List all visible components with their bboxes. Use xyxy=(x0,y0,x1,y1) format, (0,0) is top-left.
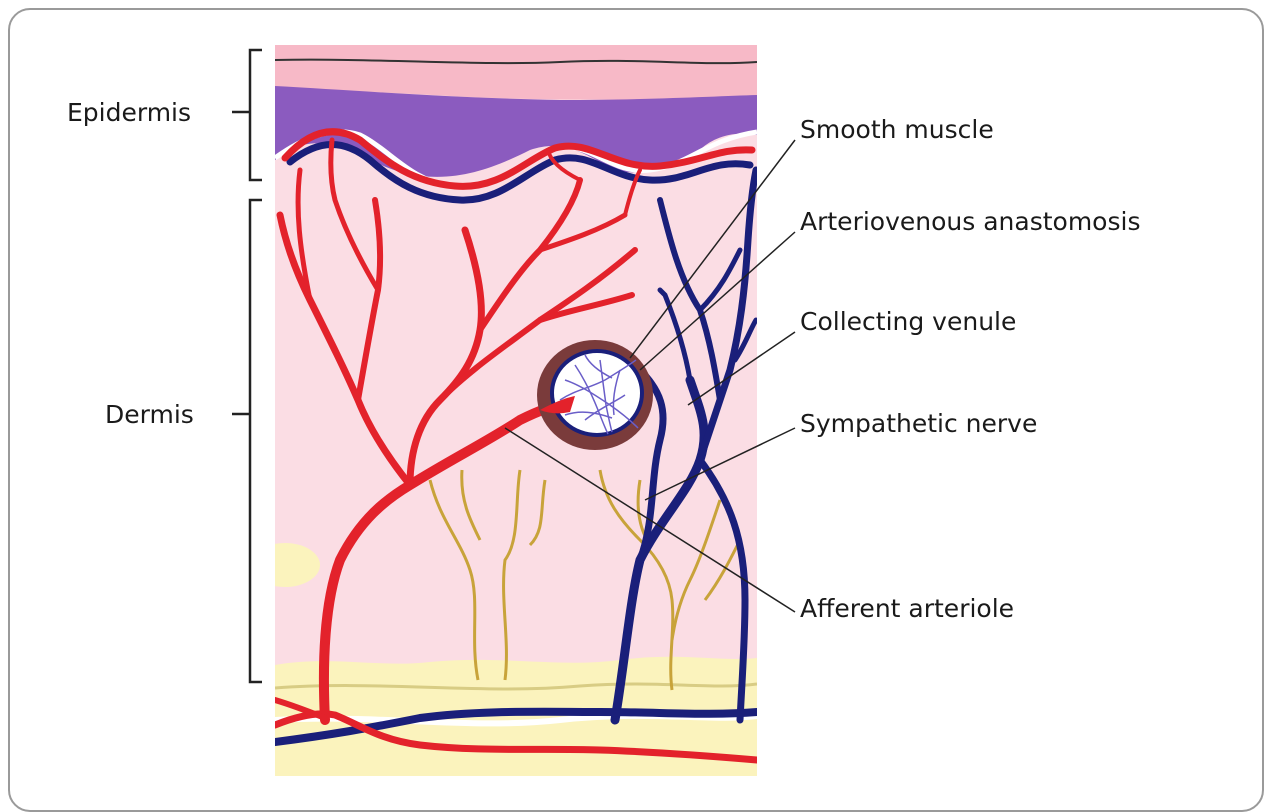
dermis-label: Dermis xyxy=(105,400,194,429)
skin-diagram: Epidermis Dermis Smooth muscle Arteriove… xyxy=(0,0,1271,776)
skin-section xyxy=(250,45,757,776)
fat-lobule-left xyxy=(250,543,320,587)
smooth-muscle-label: Smooth muscle xyxy=(800,115,994,144)
collecting-venule-label: Collecting venule xyxy=(800,307,1016,336)
arteriovenous-anastomosis xyxy=(537,340,653,450)
epidermis-bracket xyxy=(250,50,262,180)
afferent-arteriole-label: Afferent arteriole xyxy=(800,594,1014,623)
arteriovenous-anastomosis-label: Arteriovenous anastomosis xyxy=(800,207,1140,236)
dermis-bracket xyxy=(250,200,262,682)
anastomosis-lumen xyxy=(552,351,642,435)
epidermis-label: Epidermis xyxy=(67,98,191,127)
sympathetic-nerve-label: Sympathetic nerve xyxy=(800,409,1037,438)
